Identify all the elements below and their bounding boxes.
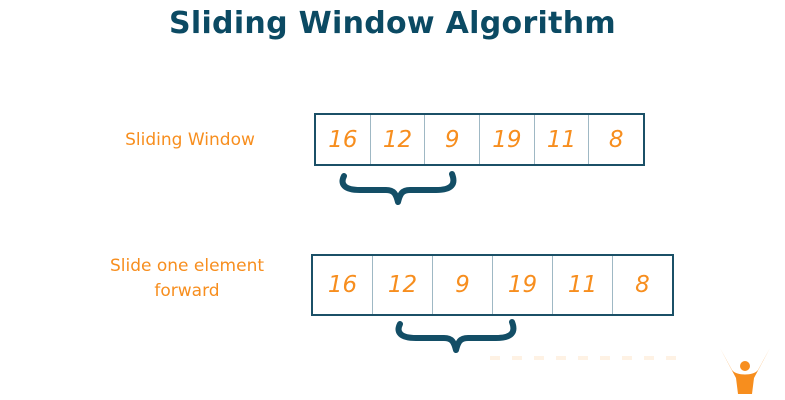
row2-label-line1: Slide one element (109, 256, 265, 276)
array-cell: 19 (480, 115, 535, 164)
array-row1: 16 12 9 19 11 8 (314, 113, 645, 166)
array-cell: 11 (553, 256, 613, 314)
faded-watermark (490, 356, 680, 360)
person-arms-raised-v-logo-icon (720, 348, 770, 394)
array-cell: 11 (535, 115, 590, 164)
array-cell: 12 (371, 115, 426, 164)
array-cell: 9 (425, 115, 481, 164)
array-cell: 16 (313, 256, 373, 314)
row1-label: Sliding Window (125, 130, 255, 150)
window-brace-icon (395, 319, 517, 353)
array-cell: 19 (493, 256, 553, 314)
array-cell: 12 (373, 256, 433, 314)
array-cell: 8 (635, 272, 650, 298)
array-cell: 8 (608, 126, 624, 153)
row2-label: Slide one element forward (92, 254, 282, 304)
window-brace-icon (339, 171, 457, 205)
row2-label-line2: forward (154, 281, 220, 301)
array-cell: 16 (316, 115, 371, 164)
array-cell: 9 (433, 256, 493, 314)
array-row2: 16 12 9 19 11 8 (311, 254, 674, 316)
page-title: Sliding Window Algorithm (168, 6, 616, 41)
